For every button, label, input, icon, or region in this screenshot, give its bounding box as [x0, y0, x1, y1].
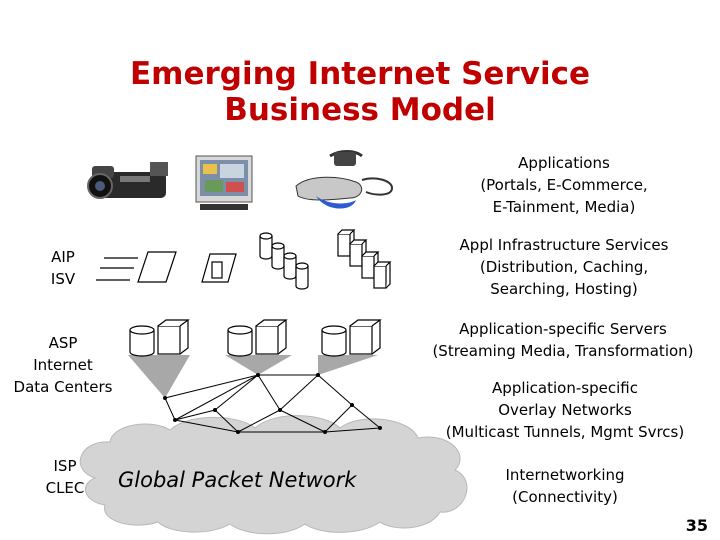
- label-asp-line1: ASP: [48, 334, 78, 352]
- server-group-3: [321, 319, 382, 357]
- overlay-network: [164, 374, 381, 433]
- label-isp-clec: ISP CLEC: [30, 455, 100, 499]
- server-group-2: [227, 319, 288, 357]
- label-infrastructure-line2: (Distribution, Caching,: [479, 258, 649, 276]
- label-overlay-line1: Application-specific: [492, 379, 638, 397]
- label-asp: ASP Internet Data Centers: [2, 332, 124, 398]
- label-infrastructure-line1: Appl Infrastructure Services: [459, 236, 669, 254]
- label-isv: ISV: [50, 270, 76, 288]
- camcorder-icon: [87, 162, 168, 199]
- infra-boxes-2: [337, 229, 392, 289]
- infra-cylinders-1: [259, 232, 309, 290]
- label-overlay-line3: (Multicast Tunnels, Mgmt Svrcs): [445, 423, 685, 441]
- label-internetworking: Internetworking (Connectivity): [470, 464, 660, 508]
- label-servers-line2: (Streaming Media, Transformation): [432, 342, 694, 360]
- page-number: 35: [685, 516, 708, 535]
- label-applications: Applications (Portals, E-Commerce, E-Tai…: [432, 152, 696, 218]
- label-infrastructure-line3: Searching, Hosting): [490, 280, 638, 298]
- monitor-icon: [195, 155, 253, 210]
- vr-headset-icon: [295, 150, 394, 209]
- label-asp-line3: Data Centers: [13, 378, 113, 396]
- label-servers: Application-specific Servers (Streaming …: [410, 318, 716, 362]
- global-network-cloud: [79, 415, 468, 535]
- label-asp-line2: Internet: [33, 356, 93, 374]
- software-parallelogram-icon: [96, 251, 177, 283]
- label-applications-line3: E-Tainment, Media): [492, 198, 636, 216]
- label-internetworking-line2: (Connectivity): [512, 488, 618, 506]
- label-aip: AIP: [51, 248, 75, 266]
- label-applications-line2: (Portals, E-Commerce,: [480, 176, 648, 194]
- software-parallelogram-icon-2: [201, 253, 237, 283]
- label-internetworking-line1: Internetworking: [505, 466, 625, 484]
- global-network-label: Global Packet Network: [118, 468, 357, 492]
- slide-title: Emerging Internet Service Business Model: [0, 56, 720, 128]
- server-group-1: [129, 319, 190, 357]
- server-funnels: [128, 355, 378, 398]
- label-overlay-line2: Overlay Networks: [498, 401, 632, 419]
- label-overlay: Application-specific Overlay Networks (M…: [420, 377, 710, 443]
- title-line-2: Business Model: [224, 92, 496, 128]
- label-applications-line1: Applications: [518, 154, 610, 172]
- title-line-1: Emerging Internet Service: [130, 56, 590, 92]
- label-clec: CLEC: [45, 479, 85, 497]
- label-infrastructure: Appl Infrastructure Services (Distributi…: [432, 234, 696, 300]
- overlay-nodes: [163, 373, 382, 434]
- label-aip-isv: AIP ISV: [30, 246, 96, 290]
- label-isp: ISP: [53, 457, 77, 475]
- label-servers-line1: Application-specific Servers: [459, 320, 667, 338]
